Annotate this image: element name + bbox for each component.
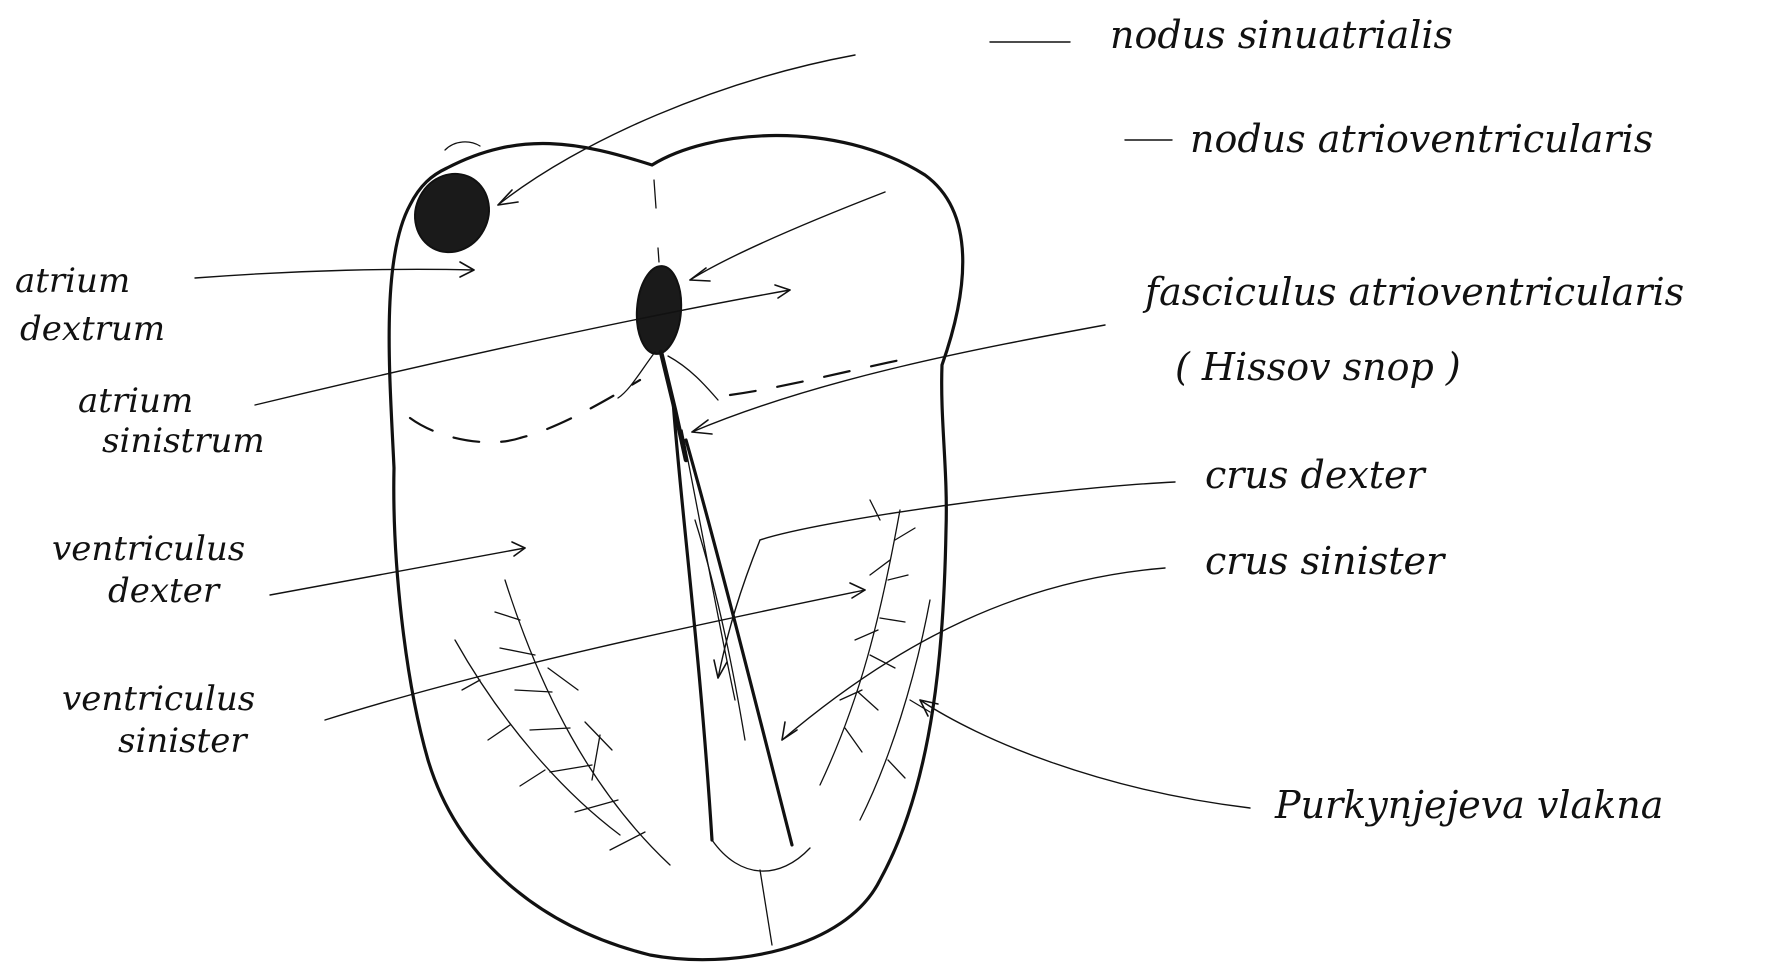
label-atrium-dextrum-line1: atrium <box>15 261 130 301</box>
label-atrium-dextrum-line2: dextrum <box>20 309 165 349</box>
heart-outline <box>389 135 963 959</box>
arrowhead-ventriculus-sinister <box>850 583 865 598</box>
labels: nodus sinuatrialis nodus atrioventricula… <box>15 13 1684 827</box>
leader-purkynje <box>920 700 1250 808</box>
label-ventriculus-sinister-line2: sinister <box>118 721 248 761</box>
av-groove-left <box>410 380 640 442</box>
label-crus-dexter: crus dexter <box>1205 453 1428 497</box>
leader-nodus-atrioventricularis-arrow <box>690 192 885 280</box>
av-node-fibre-right <box>668 356 718 400</box>
label-atrium-sinistrum-line2: sinistrum <box>102 421 265 461</box>
leader-crus-dexter <box>760 482 1175 540</box>
label-nodus-atrioventricularis: nodus atrioventricularis <box>1190 117 1653 161</box>
left-bundle-branch <box>686 440 792 845</box>
arrowhead-fasciculus <box>692 420 712 434</box>
label-fasciculus-line1: fasciculus atrioventricularis <box>1142 270 1684 314</box>
label-fasciculus-line2: ( Hissov snop ) <box>1175 345 1461 389</box>
label-atrium-sinistrum-line1: atrium <box>78 381 193 421</box>
label-nodus-sinuatrialis: nodus sinuatrialis <box>1110 13 1453 57</box>
leader-crus-dexter-arrow <box>718 540 760 678</box>
apex-septum-curve <box>712 840 810 871</box>
top-fold-line <box>445 142 480 150</box>
leader-atrium-sinistrum <box>255 290 790 405</box>
atrioventricular-node <box>634 265 684 356</box>
leader-crus-sinister <box>782 568 1165 740</box>
apex-vertical-line <box>760 870 772 945</box>
atrial-septum-line-2 <box>658 248 659 262</box>
label-ventriculus-dexter-line2: dexter <box>108 571 221 611</box>
leader-lines <box>195 42 1250 808</box>
purkinje-fibres-left <box>455 580 670 865</box>
purkinje-fibres-right <box>820 500 930 820</box>
label-purkynje: Purkynjejeva vlakna <box>1274 783 1663 827</box>
label-ventriculus-sinister-line1: ventriculus <box>62 679 255 719</box>
label-ventriculus-dexter-line1: ventriculus <box>52 529 245 569</box>
leader-fasciculus <box>692 325 1105 432</box>
label-crus-sinister: crus sinister <box>1205 539 1447 583</box>
av-node-fibre-left <box>618 352 655 398</box>
atrial-septum-line <box>654 180 656 208</box>
leader-nodus-sinuatrialis-arrow <box>498 55 855 205</box>
sinoatrial-node <box>401 161 502 265</box>
heart-drawing <box>389 135 963 959</box>
leader-atrium-dextrum <box>195 269 474 278</box>
